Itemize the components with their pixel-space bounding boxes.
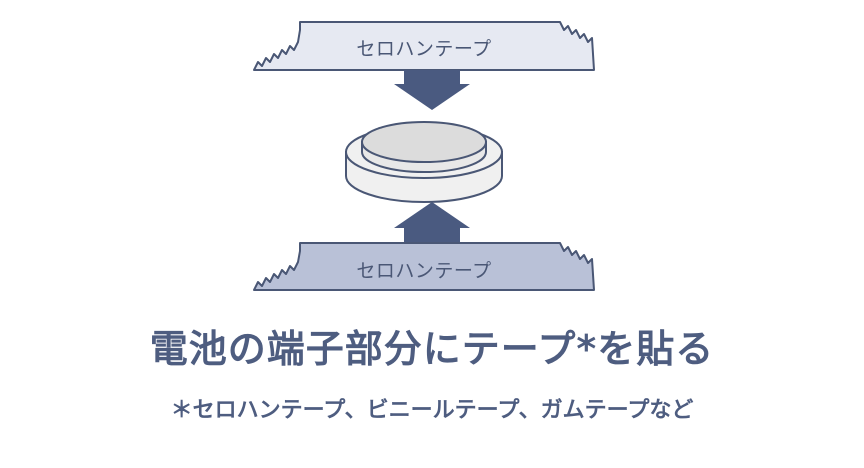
down-arrow-icon <box>394 70 470 110</box>
diagram-illustration <box>253 21 595 291</box>
tape-examples-note: ＊セロハンテープ、ビニールテープ、ガムテープなど <box>170 398 694 423</box>
bottom-tape-icon <box>253 242 595 291</box>
top-tape-icon <box>253 21 595 71</box>
bottom-tape-label: セロハンテープ <box>356 260 492 282</box>
coin-battery-icon <box>345 121 503 203</box>
instruction-heading: 電池の端子部分にテープ*を貼る <box>149 327 715 371</box>
top-tape-label: セロハンテープ <box>356 38 492 60</box>
up-arrow-icon <box>394 202 470 245</box>
